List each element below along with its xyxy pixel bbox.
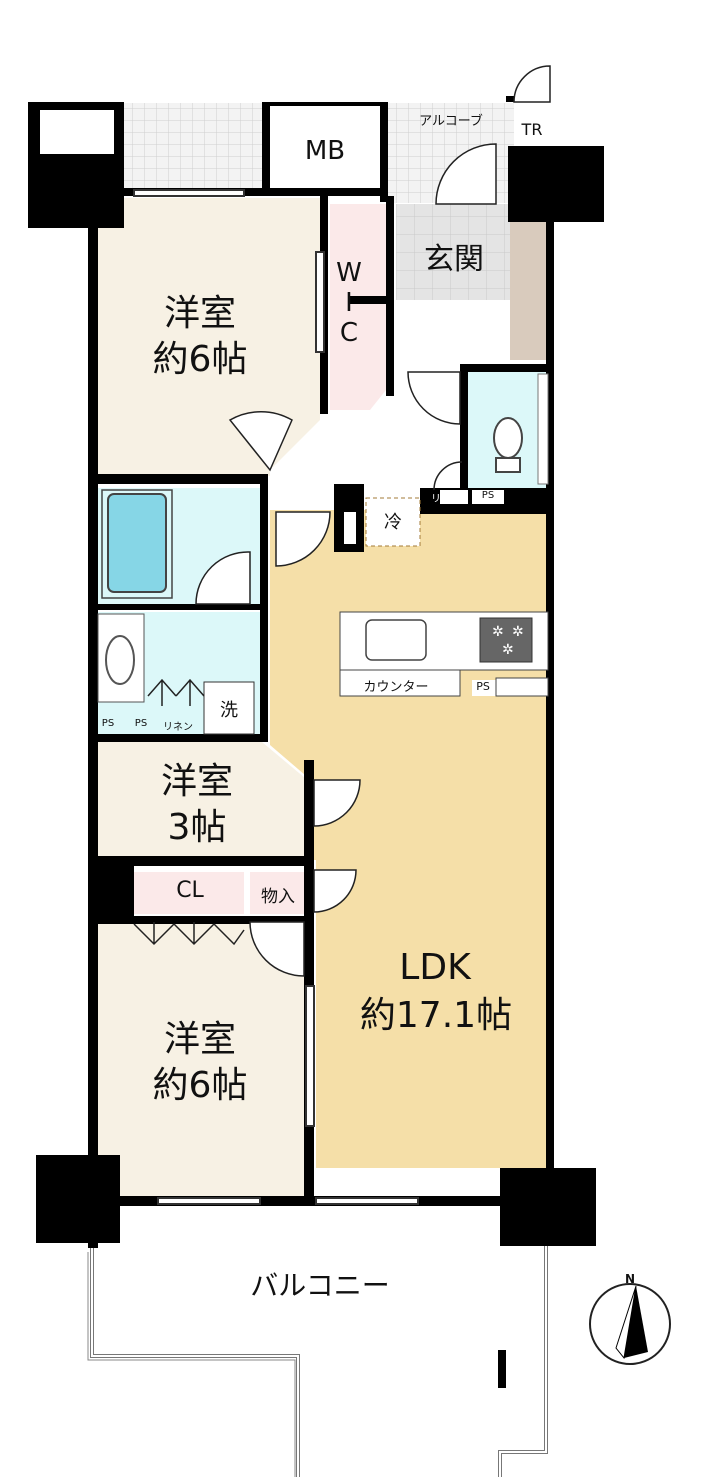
closet-floor [134,872,244,914]
western-room-small-size: 3帖 [167,807,227,848]
western-room-small-floor [96,742,305,860]
stove [479,617,533,663]
counter-label: カウンター [363,680,429,695]
western-room-bottom-name: 洋室 [163,1019,236,1060]
balcony-outline [87,1252,296,1477]
balcony-label: バルコニー [250,1269,390,1302]
alcove-label: アルコーブ [419,114,483,129]
doors [133,65,551,977]
wic-label-c: C [339,318,359,348]
bathtub [107,493,167,593]
compass [589,1283,671,1365]
fridge-space [365,497,421,547]
linen-wash-label: リネン [163,722,193,733]
side-storage [510,222,550,360]
entrance-label: 玄関 [424,242,484,277]
ps-2-label: PS [134,718,148,729]
wic-label-w: W [336,258,362,288]
windows [133,189,419,1205]
western-room-top-floor [96,198,326,476]
sink [365,619,427,661]
washer-box [203,681,255,735]
mb-area [124,103,264,189]
western-room-bottom-floor [96,922,306,1200]
mb-label: MB [304,136,346,166]
ldk-size: 約17.1帖 [359,995,513,1036]
ldk-name: LDK [399,947,471,988]
compass-north-label: N [624,1272,636,1286]
svg-text:✲: ✲ [492,624,504,640]
wic-floor [330,204,386,410]
tr-label: TR [521,120,543,139]
western-room-bottom-size: 約6帖 [152,1065,248,1106]
western-room-top-name: 洋室 [163,293,236,334]
washer-label: 洗 [220,700,238,721]
storage-floor [250,872,306,914]
linen-toilet-label: リネン [431,494,461,505]
fridge-label: 冷 [384,512,402,533]
entrance-floor [396,204,510,300]
western-room-top-size: 約6帖 [152,339,248,380]
western-room-small-name: 洋室 [160,761,233,802]
ps-1-label: PS [101,718,115,729]
storage-label: 物入 [261,887,295,907]
svg-text:✲: ✲ [512,624,524,640]
toilet-bowl [493,417,523,459]
washbasin [105,635,135,685]
closet-label: CL [176,878,204,903]
walls [28,96,604,1388]
svg-text:✲: ✲ [502,642,514,658]
wic-label-i: I [345,288,353,318]
ps-toilet-label: PS [481,490,495,501]
ps-kitchen-label: PS [476,680,490,693]
